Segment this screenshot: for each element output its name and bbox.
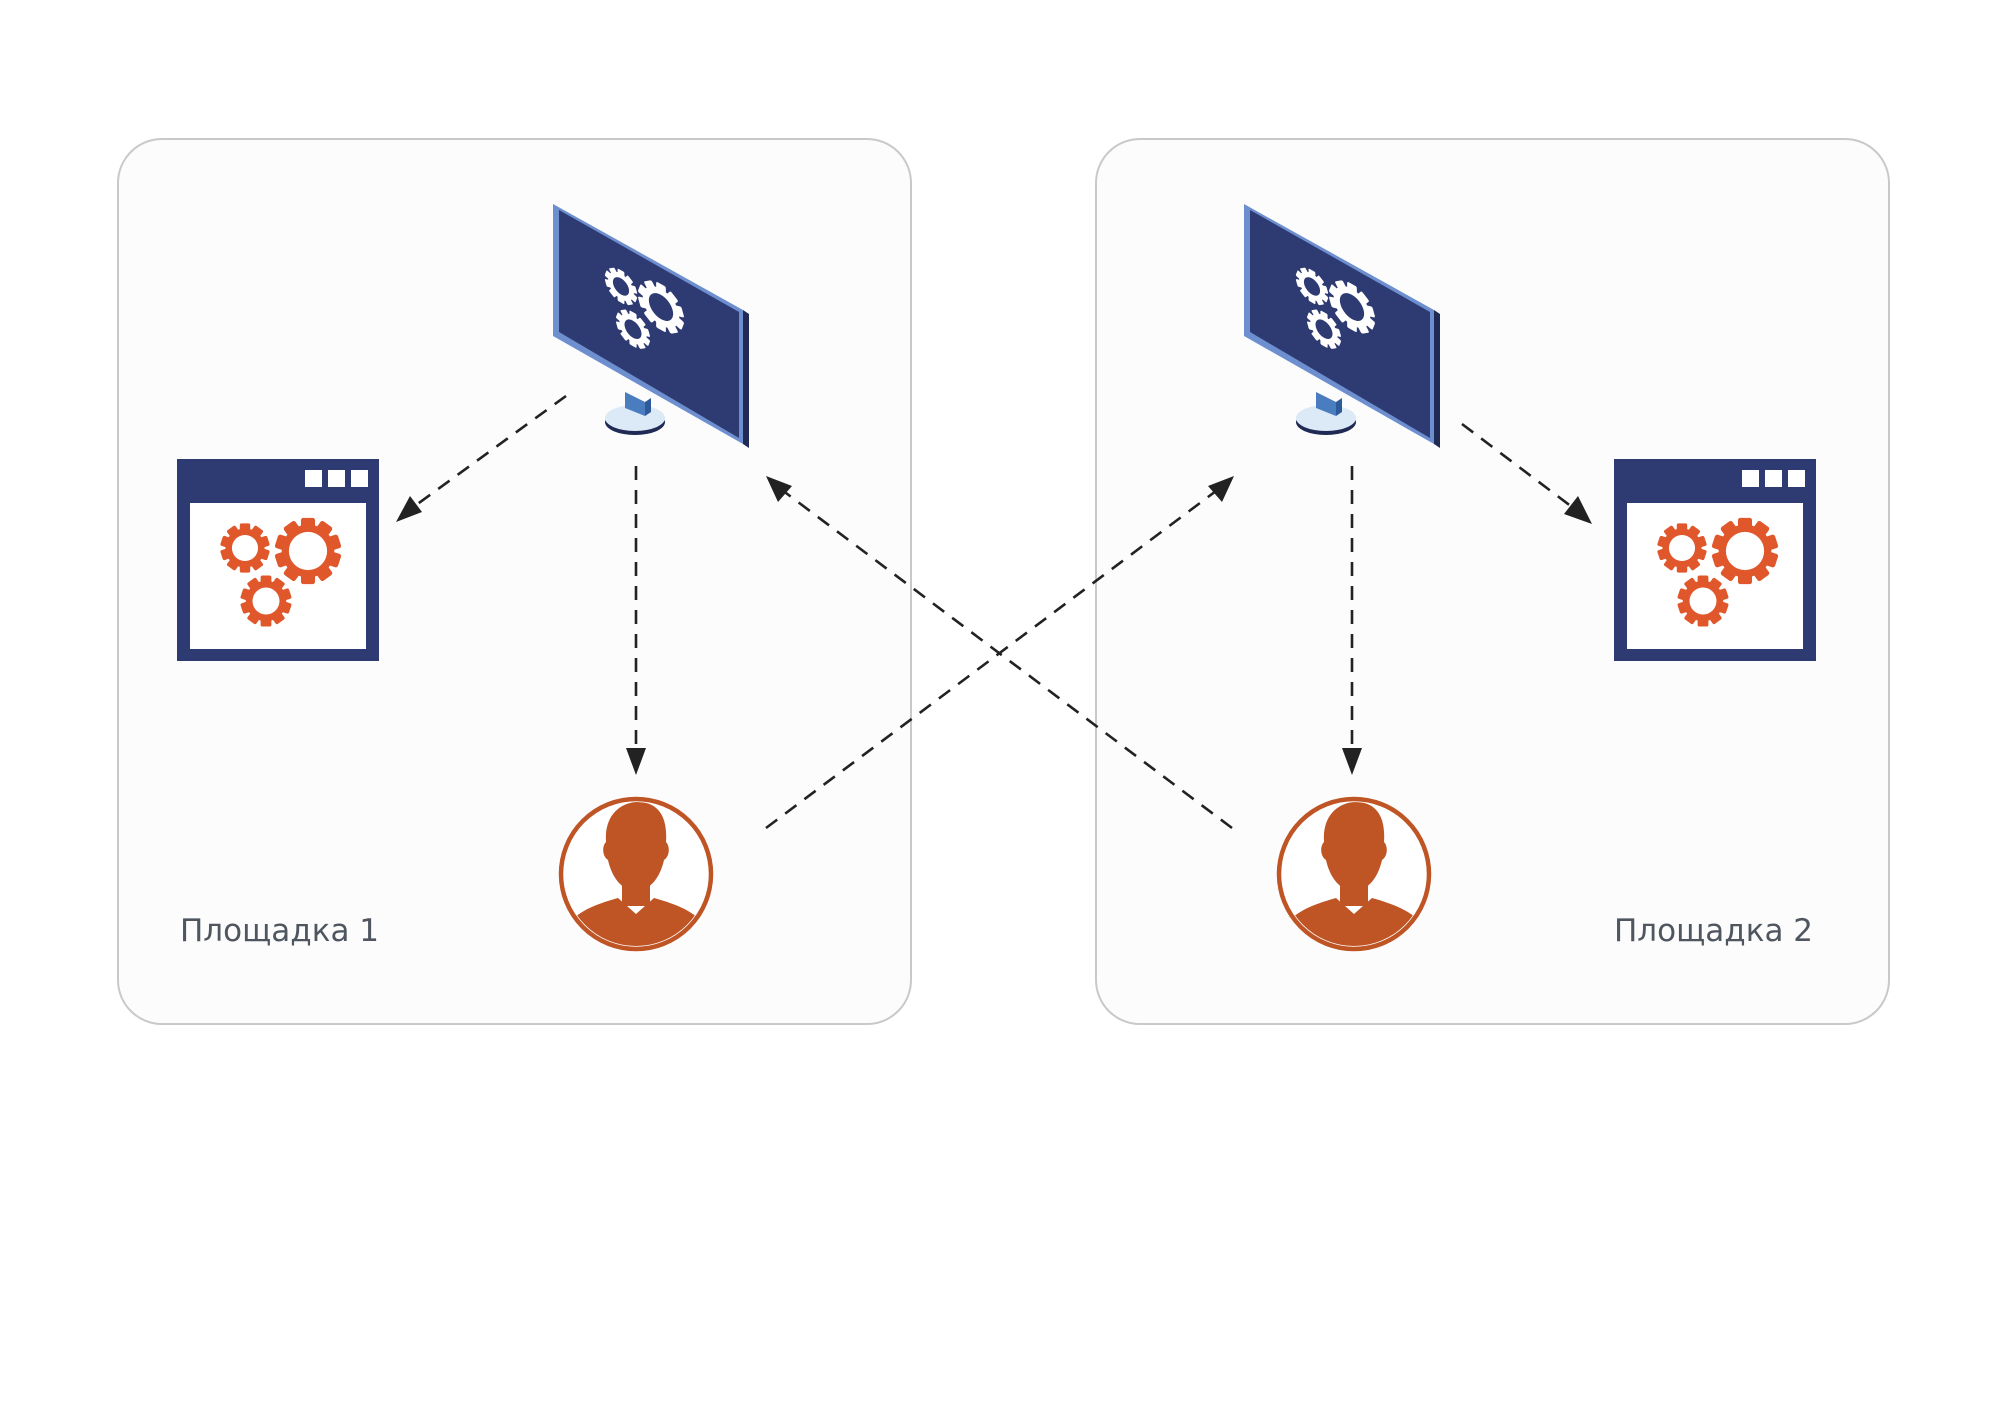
site-1-label: Площадка 1	[180, 913, 379, 949]
app-window-gears-icon	[177, 459, 379, 661]
arrow-server1-to-app1	[411, 394, 567, 510]
site-2-label: Площадка 2	[1614, 913, 1813, 949]
arrowhead	[1208, 476, 1234, 502]
arrowhead	[766, 476, 792, 502]
arrowhead	[626, 748, 646, 775]
arrowhead	[1342, 748, 1362, 775]
arrowhead	[396, 496, 422, 522]
arrowhead	[1564, 496, 1592, 524]
app-window-gears-icon	[1614, 459, 1816, 661]
arrow-user2-to-server1	[781, 488, 1233, 830]
